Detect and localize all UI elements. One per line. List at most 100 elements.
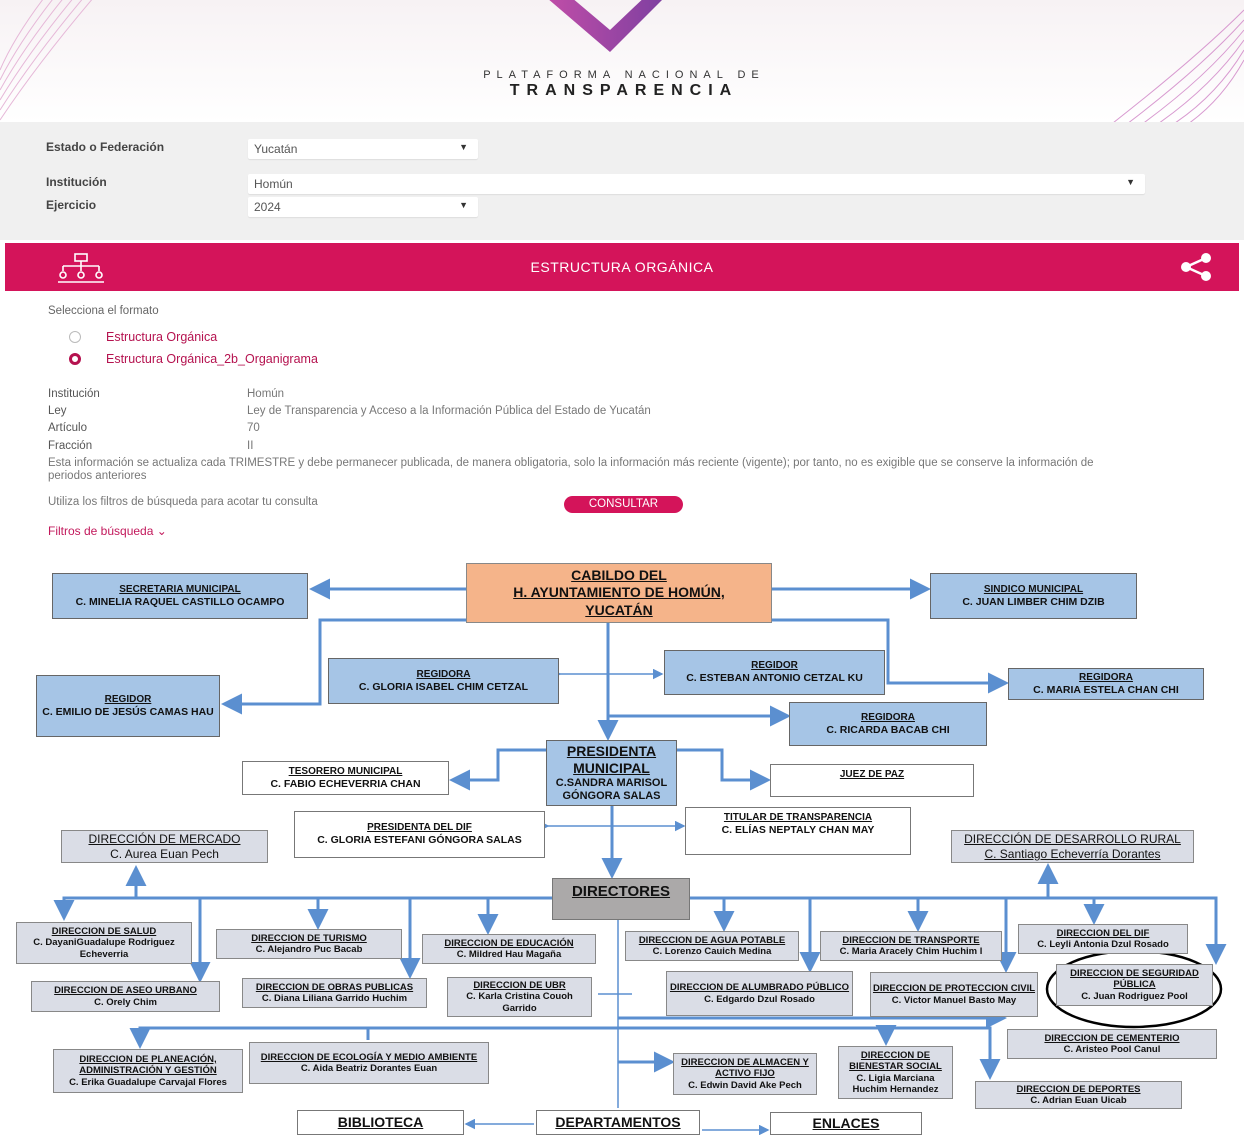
- sindico-box: SINDICO MUNICIPAL C. JUAN LIMBER CHIM DZ…: [930, 573, 1137, 619]
- regidor-cetzal-box: REGIDOR C. ESTEBAN ANTONIO CETZAL KU: [664, 650, 885, 695]
- institucion-select[interactable]: Homún ▼: [248, 174, 1145, 194]
- educacion-name: C. Mildred Hau Magaña: [456, 949, 562, 960]
- secretaria-name: C. MINELIA RAQUEL CASTILLO OCAMPO: [75, 595, 285, 608]
- meta-ley-value: Ley de Transparencia y Acceso a la Infor…: [247, 405, 651, 417]
- mercado-name: C. Aurea Euan Pech: [110, 846, 219, 861]
- bienestar-name: C. Ligia Marciana Huchim Hernandez: [852, 1072, 939, 1095]
- cabildo-line-3: YUCATÁN: [585, 601, 653, 618]
- proteccion-civil-box: DIRECCION DE PROTECCION CIVIL C. Victor …: [870, 972, 1038, 1017]
- option-estructura-organica-2b[interactable]: Estructura Orgánica_2b_Organigrama: [106, 352, 318, 366]
- meta-articulo-label: Artículo: [48, 422, 87, 434]
- presidenta-title-1: PRESIDENTA: [566, 743, 657, 760]
- radio-estructura-organica[interactable]: [69, 331, 81, 343]
- option-estructura-organica[interactable]: Estructura Orgánica: [106, 330, 218, 344]
- alumbrado-name: C. Edgardo Dzul Rosado: [704, 993, 815, 1005]
- right-wave-decoration: [1113, 9, 1244, 122]
- agua-name: C. Lorenzo Cauich Medina: [652, 946, 772, 957]
- left-wave-decoration: [0, 0, 93, 121]
- caret-down-icon: ▼: [1126, 177, 1135, 187]
- ejercicio-select[interactable]: 2024 ▼: [248, 197, 478, 217]
- cabildo-line-2: H. AYUNTAMIENTO DE HOMÚN,: [513, 584, 725, 601]
- org-chart-icon: [58, 253, 104, 283]
- site-header: PLATAFORMA NACIONAL DE TRANSPARENCIA: [0, 0, 1244, 122]
- planeacion-title: DIRECCION DE PLANEACIÓN, ADMINISTRACIÓN …: [79, 1053, 217, 1077]
- alumbrado-title: DIRECCION DE ALUMBRADO PÚBLICO: [669, 982, 850, 994]
- enlaces-title: ENLACES: [812, 1115, 880, 1132]
- secretaria-box: SECRETARIA MUNICIPAL C. MINELIA RAQUEL C…: [52, 573, 308, 619]
- departamentos-title: DEPARTAMENTOS: [555, 1114, 681, 1131]
- mercado-title: DIRECCIÓN DE MERCADO: [88, 832, 241, 847]
- secretaria-title: SECRETARIA MUNICIPAL: [119, 583, 241, 595]
- transporte-name: C. Maria Aracely Chim Huchim l: [839, 946, 983, 957]
- presidenta-box: PRESIDENTA MUNICIPAL C.SANDRA MARISOL GÓ…: [546, 740, 677, 806]
- juez-title: JUEZ DE PAZ: [839, 769, 905, 780]
- presidenta-dif-box: PRESIDENTA DEL DIF C. GLORIA ESTEFANI GÓ…: [294, 811, 545, 858]
- transparencia-box: TITULAR DE TRANSPARENCIA C. ELÍAS NEPTAL…: [685, 807, 911, 855]
- regidora-chim-title: REGIDORA: [416, 668, 471, 680]
- filtros-busqueda-toggle[interactable]: Filtros de búsqueda ⌄: [48, 524, 167, 538]
- regidora-chim-name: C. GLORIA ISABEL CHIM CETZAL: [358, 680, 529, 693]
- regidora-chim-box: REGIDORA C. GLORIA ISABEL CHIM CETZAL: [328, 658, 559, 704]
- ubr-title: DIRECCION DE UBR: [473, 979, 566, 991]
- dif-name: C. Leyli Antonia Dzul Rosado: [1037, 939, 1169, 950]
- ubr-name: C. Karla Cristina Couoh Garrido: [466, 991, 573, 1014]
- presidenta-dif-title: PRESIDENTA DEL DIF: [367, 822, 472, 834]
- pnt-logo: [549, 0, 662, 52]
- filtros-label: Filtros de búsqueda: [48, 524, 154, 538]
- cementerio-box: DIRECCION DE CEMENTERIO C. Aristeo Pool …: [1007, 1029, 1217, 1059]
- sindico-title: SINDICO MUNICIPAL: [983, 583, 1084, 595]
- regidora-chan-box: REGIDORA C. MARIA ESTELA CHAN CHI: [1008, 668, 1204, 700]
- planeacion-box: DIRECCION DE PLANEACIÓN, ADMINISTRACIÓN …: [53, 1049, 243, 1093]
- tesorero-box: TESORERO MUNICIPAL C. FABIO ECHEVERRIA C…: [242, 761, 449, 795]
- radio-estructura-organica-2b[interactable]: [69, 353, 81, 365]
- chevron-down-icon: ⌄: [156, 524, 167, 538]
- presidenta-name-2: GÓNGORA SALAS: [562, 789, 661, 802]
- rural-title: DIRECCIÓN DE DESARROLLO RURAL: [964, 832, 1181, 847]
- obras-box: DIRECCION DE OBRAS PUBLICAS C. Diana Lil…: [242, 978, 427, 1008]
- cementerio-name: C. Aristeo Pool Canul: [1063, 1044, 1161, 1055]
- deportes-title: DIRECCION DE DEPORTES: [1016, 1083, 1141, 1095]
- enlaces-box: ENLACES: [770, 1112, 922, 1135]
- regidora-bacab-title: REGIDORA: [861, 711, 915, 723]
- sindico-name: C. JUAN LIMBER CHIM DZIB: [962, 595, 1105, 608]
- directores-box: DIRECTORES: [552, 878, 690, 920]
- section-bar: ESTRUCTURA ORGÁNICA: [5, 243, 1239, 291]
- turismo-name: C. Alejandro Puc Bacab: [255, 944, 363, 955]
- educacion-title: DIRECCION DE EDUCACIÓN: [444, 937, 574, 949]
- institucion-value: Homún: [254, 177, 293, 191]
- share-icon[interactable]: [1179, 253, 1213, 281]
- ecologia-name: C. Aida Beatriz Dorantes Euan: [300, 1063, 438, 1074]
- proteccion-name: C. Victor Manuel Basto May: [891, 994, 1017, 1006]
- seguridad-publica-box: DIRECCION DE SEGURIDAD PÚBLICA C. Juan R…: [1056, 964, 1213, 1006]
- meta-institucion-value: Homún: [247, 388, 285, 400]
- dif-box: DIRECCION DEL DIF C. Leyli Antonia Dzul …: [1018, 924, 1188, 954]
- filters-hint: Utiliza los filtros de búsqueda para aco…: [48, 496, 318, 508]
- aseo-title: DIRECCION DE ASEO URBANO: [54, 985, 197, 997]
- ubr-box: DIRECCION DE UBR C. Karla Cristina Couoh…: [447, 977, 592, 1017]
- regidora-bacab-box: REGIDORA C. RICARDA BACAB CHI: [789, 702, 987, 746]
- rural-name: C. Santiago Echeverría Dorantes: [984, 846, 1161, 861]
- bienestar-title: DIRECCION DE BIENESTAR SOCIAL: [849, 1049, 942, 1073]
- dif-title: DIRECCION DEL DIF: [1056, 927, 1150, 939]
- caret-down-icon: ▼: [459, 200, 468, 210]
- turismo-title: DIRECCION DE TURISMO: [251, 932, 367, 944]
- ecologia-box: DIRECCION DE ECOLOGÍA Y MEDIO AMBIENTE C…: [249, 1042, 489, 1084]
- presidenta-title-2: MUNICIPAL: [573, 759, 650, 776]
- regidor-camas-box: REGIDOR C. EMILIO DE JESÚS CAMAS HAU: [36, 675, 220, 737]
- departamentos-box: DEPARTAMENTOS: [536, 1110, 700, 1135]
- salud-box: DIRECCION DE SALUD C. DayaniGuadalupe Ro…: [16, 922, 192, 964]
- meta-fraccion-label: Fracción: [48, 440, 93, 452]
- consultar-button[interactable]: CONSULTAR: [564, 496, 683, 513]
- tesorero-name: C. FABIO ECHEVERRIA CHAN: [270, 777, 421, 790]
- regidor-cetzal-title: REGIDOR: [751, 660, 798, 672]
- filter-panel: Estado o Federación Yucatán ▼ Institució…: [0, 122, 1244, 240]
- presidenta-name-1: C.SANDRA MARISOL: [555, 776, 668, 789]
- juez-box: JUEZ DE PAZ: [770, 764, 974, 797]
- estado-value: Yucatán: [254, 142, 298, 156]
- transparencia-name: C. ELÍAS NEPTALY CHAN MAY: [721, 824, 875, 836]
- obras-title: DIRECCION DE OBRAS PUBLICAS: [255, 981, 414, 993]
- turismo-box: DIRECCION DE TURISMO C. Alejandro Puc Ba…: [216, 929, 402, 959]
- obras-name: C. Diana Liliana Garrido Huchim: [261, 993, 408, 1004]
- deportes-name: C. Adrian Euan Uicab: [1030, 1095, 1127, 1106]
- estado-select[interactable]: Yucatán ▼: [248, 139, 478, 159]
